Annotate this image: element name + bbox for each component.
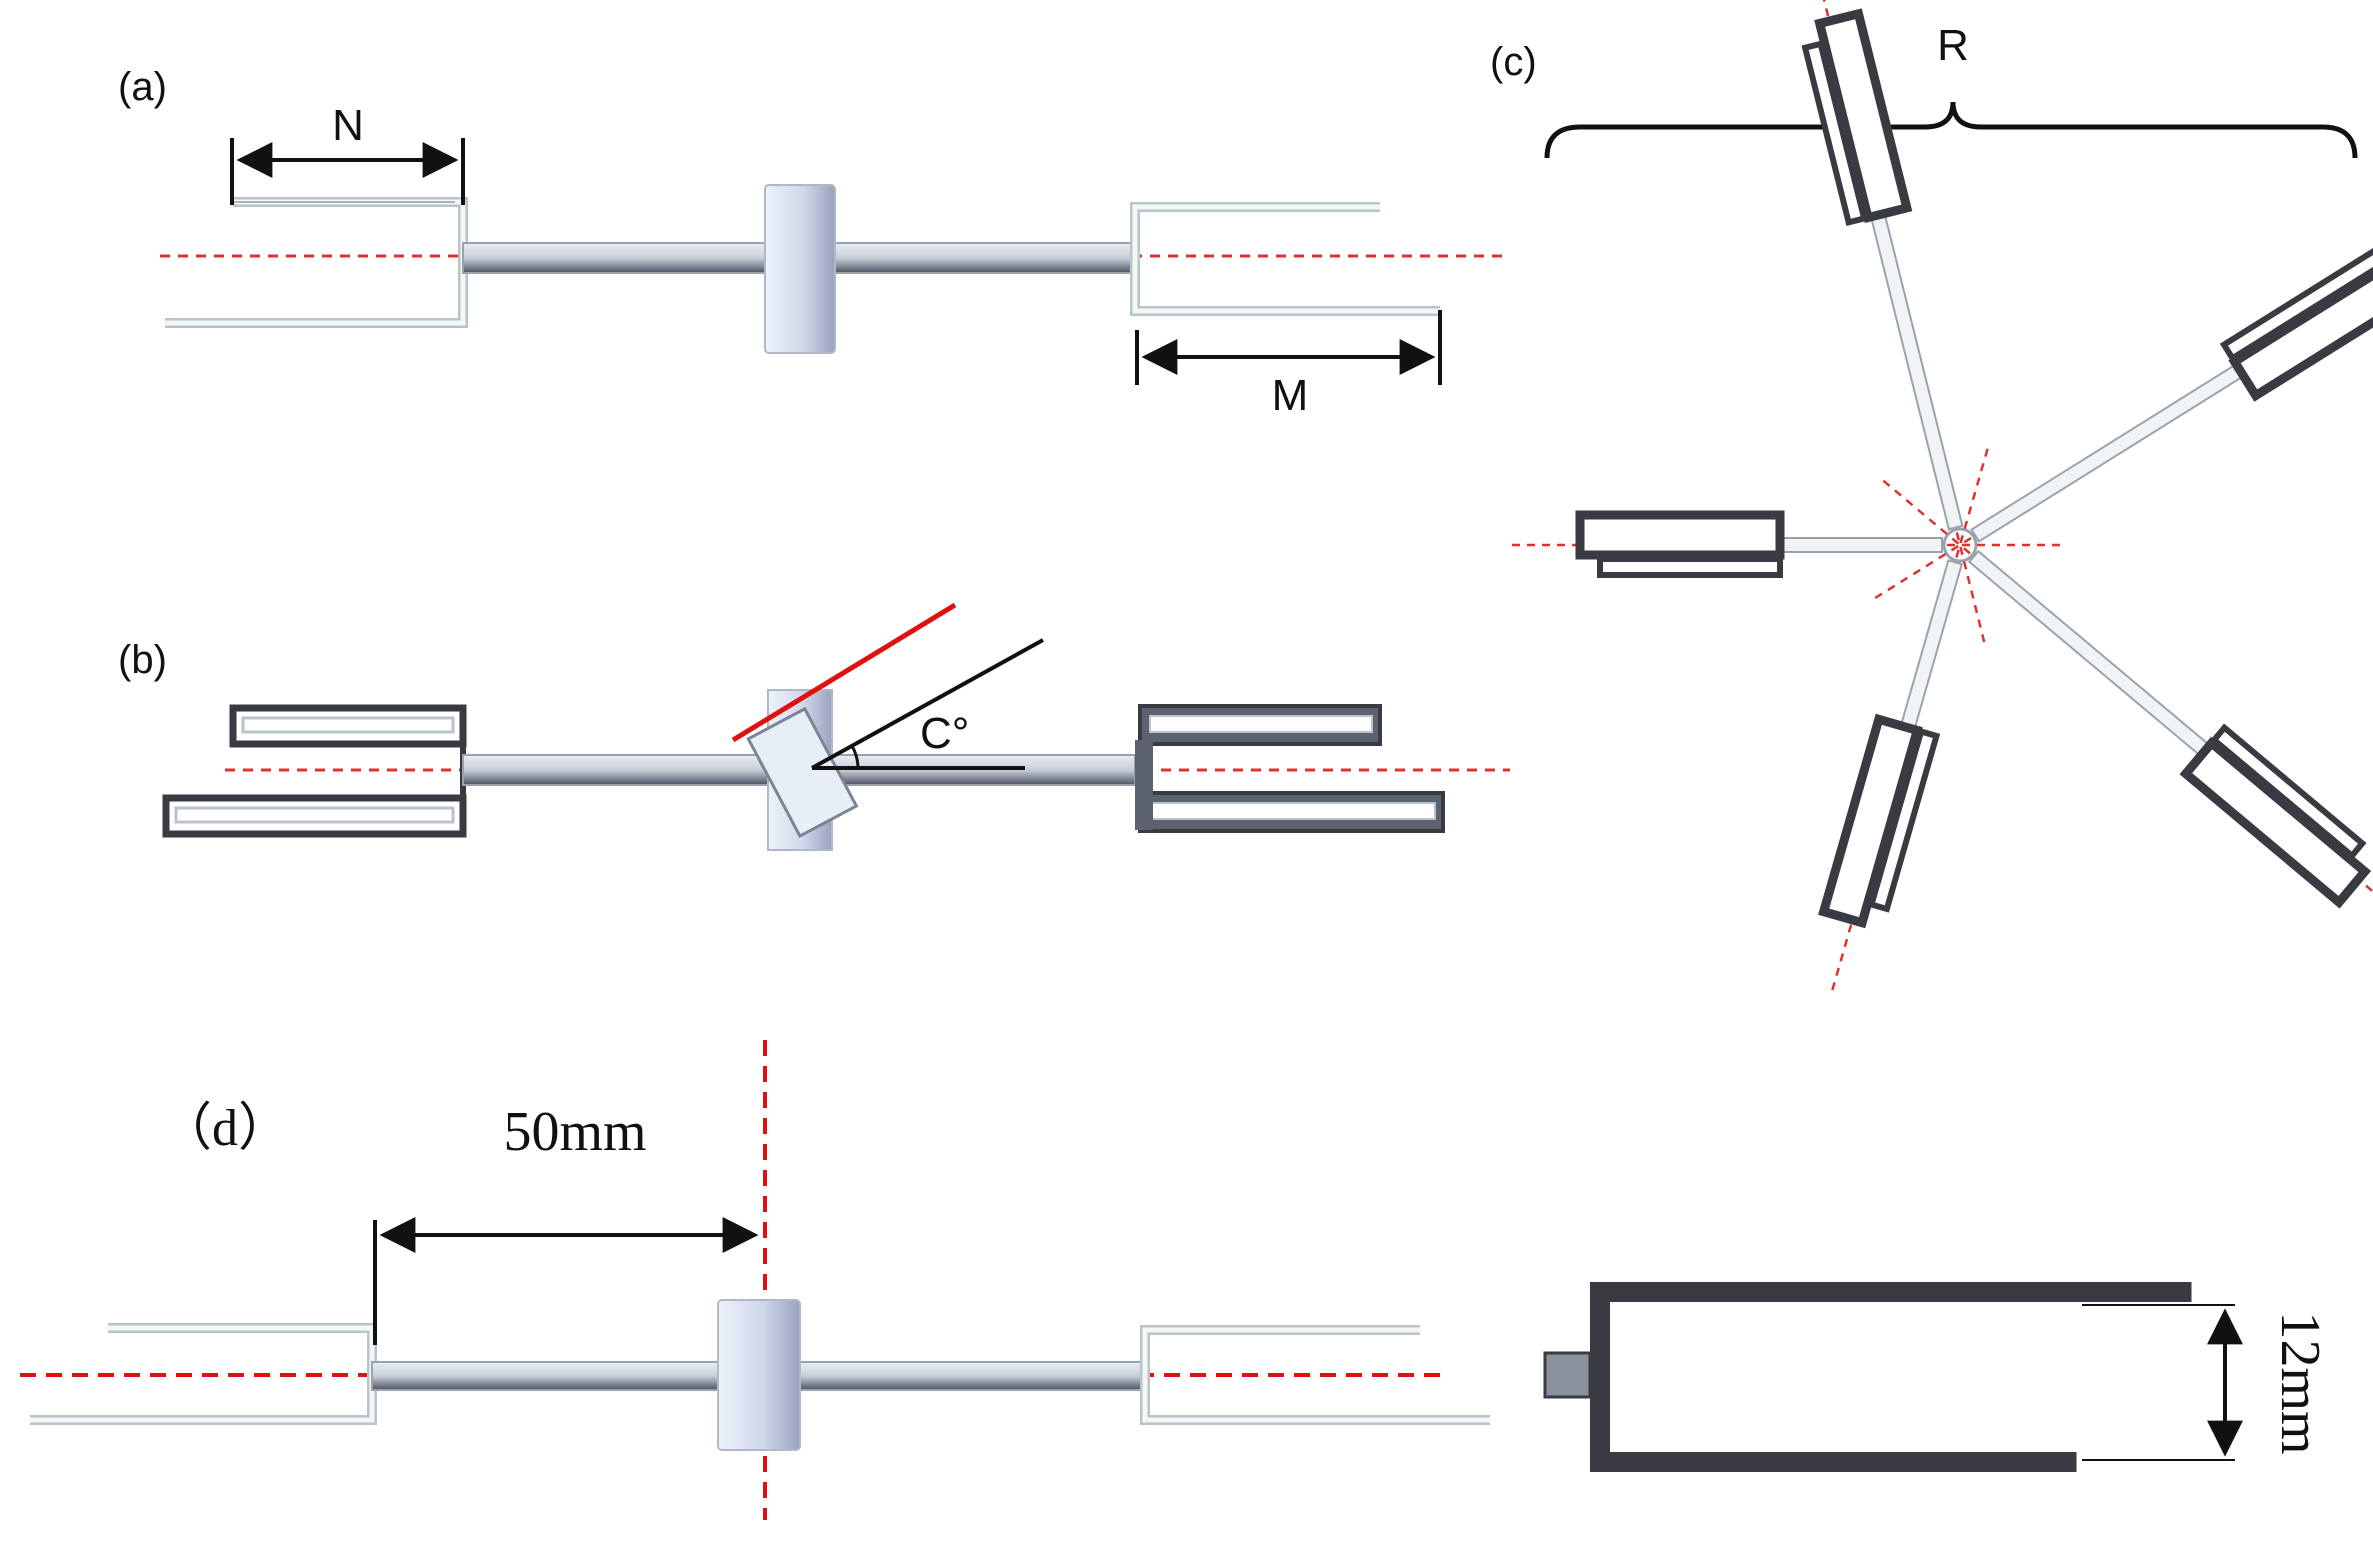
panel-a-hub [764, 184, 836, 354]
panel-b-angle-arc [850, 745, 860, 769]
panel-d-right-bracket [1140, 1325, 1490, 1425]
brace-icon [1544, 101, 2358, 159]
panel-b-label: (b) [118, 638, 167, 682]
panel-b-angle-label: C° [920, 709, 969, 758]
panel-d-label: （d） [160, 1100, 290, 1157]
rotor-arm-1 [1784, 0, 1986, 643]
panel-a-right-bracket [1130, 202, 1440, 316]
rotor-arm-4 [1802, 448, 1989, 998]
dim-m-label: M [1272, 371, 1309, 420]
panel-d-blade-closeup [1543, 1282, 2192, 1472]
dim-r-label: R [1937, 21, 1969, 70]
panel-b-right-bracket [1135, 704, 1445, 833]
panel-a-left-bracket [165, 197, 468, 328]
rotor-arm-2 [1874, 162, 2373, 600]
panel-b-left-bracket [162, 704, 467, 838]
dim-12-label: 12mm [2269, 1311, 2331, 1454]
panel-b: (b) C° [118, 602, 1510, 851]
panel-a: (a) N M [118, 65, 1510, 420]
rotor-arm-5 [1510, 515, 2060, 575]
panel-c-label: (c) [1490, 40, 1537, 84]
dim-50-label: 50mm [503, 1101, 646, 1163]
panel-d: （d） 50mm 12mm [20, 1040, 2331, 1520]
dim-n-label: N [332, 101, 364, 150]
panel-a-label: (a) [118, 65, 167, 109]
panel-b-angle-ray [811, 638, 1044, 770]
panel-d-hub [717, 1299, 801, 1451]
panel-c: (c) R [1490, 0, 2373, 998]
rotor-arm-3 [1882, 479, 2373, 932]
panel-b-red-line [731, 602, 957, 743]
